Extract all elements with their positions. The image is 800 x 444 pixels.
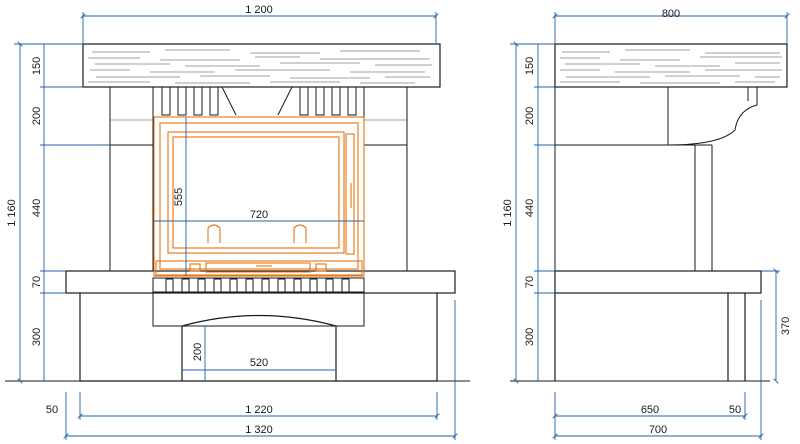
front-base-height-label: 300 (31, 328, 43, 346)
front-offset-label: 50 (46, 404, 58, 416)
front-dimension-lines (14, 12, 455, 440)
front-base (79, 293, 438, 382)
front-width-total-label: 1 200 (245, 4, 273, 16)
side-lower-height-label: 370 (780, 317, 792, 335)
side-base (554, 293, 746, 381)
front-top-grille (153, 86, 364, 116)
front-right-pillar (363, 144, 408, 272)
front-left-upper-block (109, 86, 154, 146)
side-slab (554, 270, 762, 294)
front-beam-wood-grain (88, 49, 432, 84)
arch-width-label: 520 (250, 357, 268, 369)
front-upper-height-label: 200 (31, 107, 43, 125)
arch-height-label: 200 (192, 343, 204, 361)
side-middle-height-label: 440 (524, 199, 536, 217)
front-beam-height-label: 150 (31, 57, 43, 75)
fire-insert (153, 116, 365, 277)
insert-height-label: 555 (173, 188, 185, 206)
side-top-beam (554, 43, 788, 88)
side-height-total-label: 1 160 (502, 199, 514, 227)
side-base-depth-label: 650 (641, 404, 659, 416)
side-corbel (667, 86, 758, 146)
front-height-total-label: 1 160 (6, 199, 18, 227)
side-upper-block (554, 86, 669, 146)
side-beam-height-label: 150 (524, 57, 536, 75)
front-left-pillar (109, 144, 154, 272)
side-view: 800 1 160 150 200 440 70 300 370 650 50 … (502, 8, 792, 440)
side-base-height-label: 300 (524, 328, 536, 346)
front-top-beam (82, 43, 441, 88)
front-slab (65, 270, 456, 294)
side-slab-height-label: 70 (524, 276, 536, 288)
front-full-width-label: 1 320 (245, 424, 273, 436)
insert-width-label: 720 (250, 209, 268, 221)
front-view: 1 200 1 160 150 200 440 70 300 555 720 2… (5, 4, 470, 440)
side-upper-height-label: 200 (524, 107, 536, 125)
side-offset-label: 50 (729, 404, 741, 416)
front-middle-height-label: 440 (31, 199, 43, 217)
side-dimension-lines (510, 12, 787, 440)
front-slab-height-label: 70 (31, 276, 43, 288)
front-lower-grille (152, 277, 365, 327)
front-base-width-label: 1 220 (245, 404, 273, 416)
side-full-depth-label: 700 (649, 424, 667, 436)
side-middle-block (554, 144, 696, 272)
side-depth-top-label: 800 (662, 8, 680, 20)
side-beam-wood-grain (560, 49, 782, 84)
front-right-upper-block (363, 86, 408, 146)
